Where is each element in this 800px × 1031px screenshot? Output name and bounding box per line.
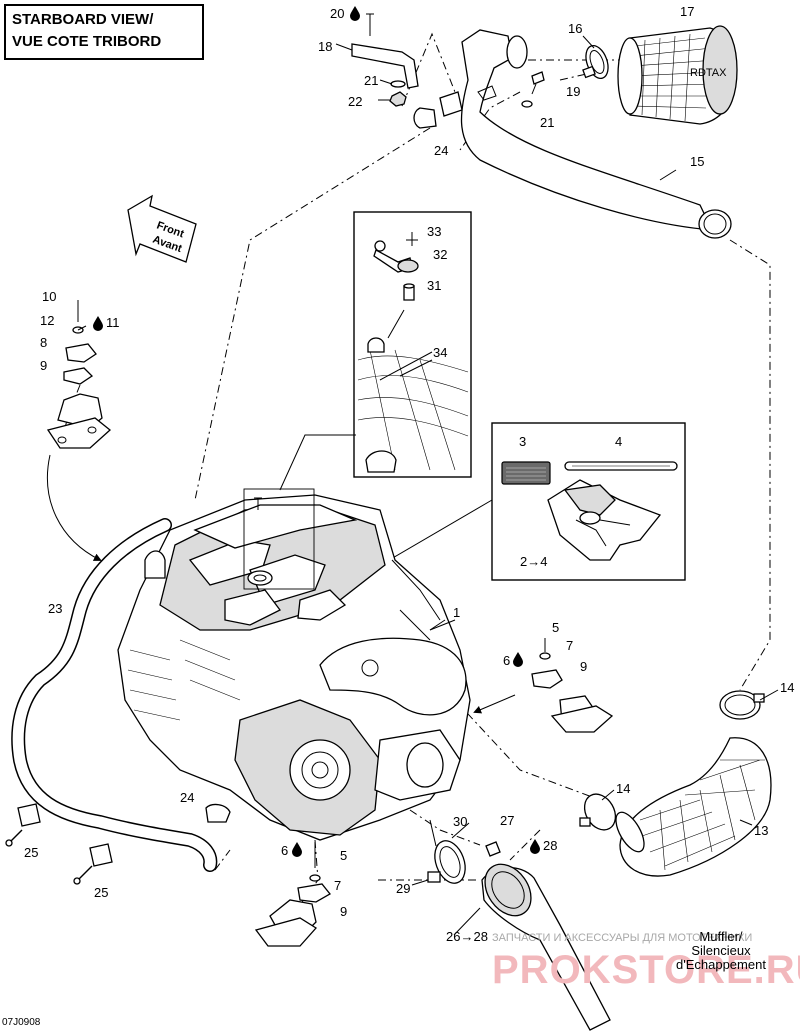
- svg-text:RDTAX: RDTAX: [690, 67, 727, 79]
- label-22: 22: [348, 94, 362, 109]
- label-6b: 6: [281, 843, 288, 858]
- muffler-label-line2: Silencieux: [691, 943, 751, 958]
- coolant-hose: [11, 518, 231, 872]
- watermark-text: ЗАПЧАСТИ И АКСЕССУАРЫ ДЛЯ МОТОТЕХНИКИ: [492, 932, 753, 944]
- engine-mount-front: [254, 842, 331, 947]
- label-21b: 21: [540, 115, 554, 130]
- label-30: 30: [453, 814, 467, 829]
- label-5a: 5: [552, 620, 559, 635]
- label-6a: 6: [503, 653, 510, 668]
- front-arrow-icon: Front Avant: [127, 194, 197, 263]
- label-29: 29: [396, 881, 410, 896]
- label-21a: 21: [364, 73, 378, 88]
- drop-icon: [513, 652, 523, 667]
- watermark-logo: PROKSTORE.RU: [492, 948, 800, 992]
- engine-assembly: [117, 488, 471, 841]
- detail-inset-31-34: [279, 211, 472, 491]
- label-25b: 25: [94, 885, 108, 900]
- view-title-line1: STARBOARD VIEW/: [12, 11, 154, 28]
- label-23: 23: [48, 601, 62, 616]
- label-4: 4: [615, 434, 622, 449]
- label-25a: 25: [24, 845, 38, 860]
- label-28: 28: [543, 838, 557, 853]
- direction-arrows: [46, 454, 516, 714]
- drop-icon: [530, 839, 540, 854]
- label-27: 27: [500, 813, 514, 828]
- label-8: 8: [40, 335, 47, 350]
- label-11: 11: [106, 315, 120, 330]
- label-1: 1: [453, 605, 460, 620]
- label-24b: 24: [180, 790, 194, 805]
- label-20: 20: [330, 6, 344, 21]
- diagram-code: 07J0908: [2, 1017, 41, 1028]
- label-9c: 9: [340, 904, 347, 919]
- muffler-label: Muffler/ Silencieux d'Echappement: [676, 930, 766, 972]
- drop-icon: [93, 316, 103, 331]
- label-15: 15: [690, 154, 704, 169]
- label-17: 17: [680, 4, 694, 19]
- engine-mount-right: [531, 638, 614, 733]
- part-labels: 1 3 4 2→4 5 7 6 9 10 11 12 8 9 13 14 14 …: [24, 4, 794, 944]
- label-14b: 14: [616, 781, 630, 796]
- engine-mount-rear-left: [46, 300, 112, 449]
- label-2-4: 2→4: [520, 554, 547, 569]
- muffler-label-line3: d'Echappement: [676, 957, 766, 972]
- label-31: 31: [427, 278, 441, 293]
- label-7b: 7: [334, 878, 341, 893]
- label-18: 18: [318, 39, 332, 54]
- label-32: 32: [433, 247, 447, 262]
- air-filter-assembly: RDTAX: [521, 25, 738, 125]
- label-19: 19: [566, 84, 580, 99]
- label-16: 16: [568, 21, 582, 36]
- exhaust-coupling: [579, 690, 772, 877]
- intake-duct: [460, 29, 732, 239]
- label-9b: 9: [40, 358, 47, 373]
- label-12: 12: [40, 313, 54, 328]
- label-10: 10: [42, 289, 56, 304]
- exhaust-pipe: [427, 819, 611, 1031]
- label-26-28: 26→28: [446, 929, 488, 944]
- label-24a: 24: [434, 143, 448, 158]
- view-title-line2: VUE COTE TRIBORD: [12, 33, 162, 50]
- muffler-label-line1: Muffler/: [699, 929, 743, 944]
- badge-inset-2-4: [354, 422, 686, 581]
- bracket-assembly: [351, 13, 463, 129]
- label-14a: 14: [780, 680, 794, 695]
- label-3: 3: [519, 434, 526, 449]
- view-title-box: STARBOARD VIEW/ VUE COTE TRIBORD: [4, 4, 204, 60]
- label-34: 34: [433, 345, 447, 360]
- leader-lines: [77, 35, 779, 936]
- drop-icon: [292, 842, 302, 857]
- label-5b: 5: [340, 848, 347, 863]
- label-33: 33: [427, 224, 441, 239]
- label-7a: 7: [566, 638, 573, 653]
- drop-icon: [350, 6, 360, 21]
- bolts-25: [5, 829, 93, 885]
- label-9a: 9: [580, 659, 587, 674]
- label-13: 13: [754, 823, 768, 838]
